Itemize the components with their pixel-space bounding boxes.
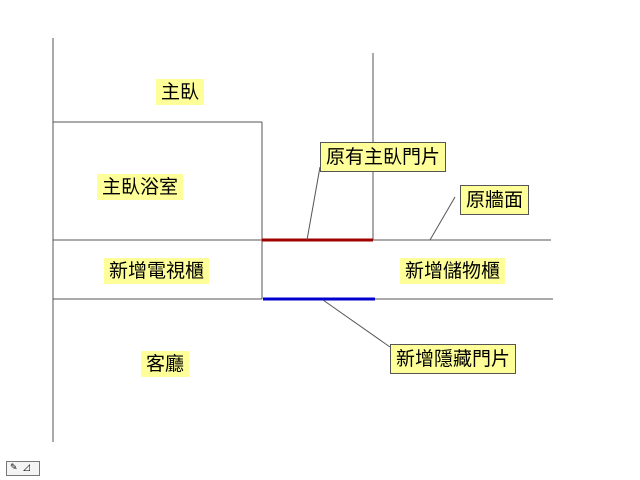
- leader-original-door: [306, 166, 321, 241]
- callout-new-hidden-door: 新增隱藏門片: [390, 344, 517, 374]
- room-label-master-bathroom: 主臥浴室: [97, 174, 184, 200]
- room-label-new-tv-cabinet: 新增電視櫃: [104, 258, 210, 284]
- pen-icon[interactable]: ✎: [10, 463, 18, 473]
- slide-nav-control[interactable]: ✎ ◿: [6, 461, 40, 476]
- arrow-icon[interactable]: ◿: [23, 463, 30, 473]
- room-label-living-room: 客廳: [141, 351, 190, 377]
- leader-new-door: [322, 299, 391, 348]
- room-label-master-bedroom: 主臥: [156, 79, 205, 105]
- callout-original-wall: 原牆面: [460, 185, 530, 215]
- room-label-new-storage-cabinet: 新增儲物櫃: [400, 258, 506, 284]
- leader-original-wall: [429, 196, 456, 241]
- callout-original-door: 原有主臥門片: [320, 142, 447, 172]
